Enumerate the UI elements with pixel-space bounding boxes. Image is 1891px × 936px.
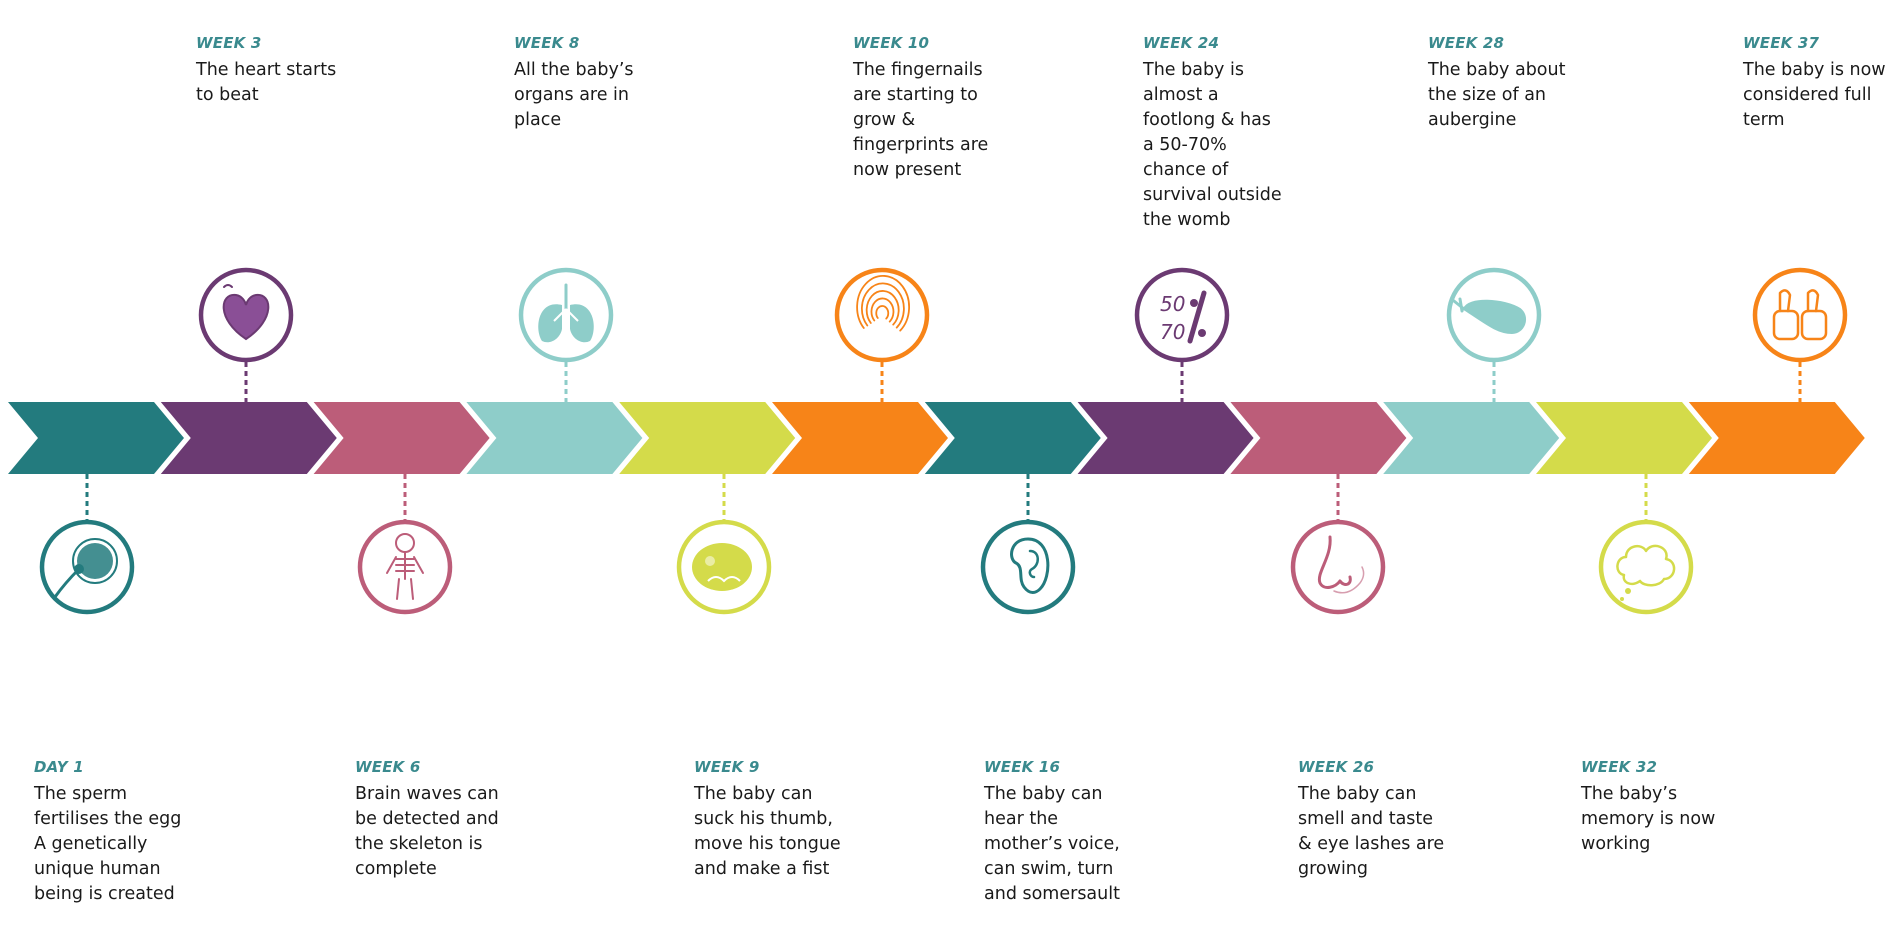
- heart-icon: [222, 284, 270, 341]
- timeline-chevron-week-28: [1383, 402, 1560, 474]
- milestone-week-28: WEEK 28 The baby about the size of an aub…: [1428, 34, 1618, 133]
- milestone-week-6: WEEK 6 Brain waves can be detected and th…: [355, 758, 545, 882]
- milestone-description: The fingernails are starting to grow & f…: [853, 60, 989, 180]
- milestone-label: WEEK 26: [1298, 758, 1375, 776]
- milestone-week-9: WEEK 9 The baby can suck his thumb, move …: [694, 758, 884, 882]
- milestone-label: WEEK 10: [853, 34, 930, 52]
- milestone-description: The baby can hear the mother’s voice, ca…: [984, 784, 1120, 904]
- timeline-chevron-week-24: [1077, 402, 1254, 474]
- timeline-chevron-week-37: [1688, 402, 1865, 474]
- milestone-description: The baby about the size of an aubergine: [1428, 60, 1566, 130]
- milestone-description: The heart starts to beat: [196, 60, 337, 105]
- icon-ring-week-26: [1290, 519, 1386, 615]
- timeline-chevron-week-16: [924, 402, 1101, 474]
- lungs-icon: [538, 283, 594, 343]
- milestone-label: WEEK 6: [355, 758, 421, 776]
- nose-icon: [1317, 535, 1365, 594]
- milestone-description: The baby is now considered full term: [1743, 60, 1886, 130]
- percent-icon-top: 50: [1160, 292, 1185, 316]
- milestone-label: WEEK 32: [1581, 758, 1658, 776]
- icon-ring-week-32: [1598, 519, 1694, 615]
- milestone-description: The baby’s memory is now working: [1581, 784, 1716, 854]
- milestone-week-16: WEEK 16 The baby can hear the mother’s vo…: [984, 758, 1174, 907]
- milestone-description: The baby can suck his thumb, move his to…: [694, 784, 841, 879]
- timeline-chevron-week-32: [1536, 402, 1712, 474]
- milestone-label: DAY 1: [34, 758, 84, 776]
- milestone-label: WEEK 9: [694, 758, 760, 776]
- milestone-day-1: DAY 1 The sperm fertilises the egg A gene…: [34, 758, 224, 907]
- milestone-description: The sperm fertilises the egg A genetical…: [34, 784, 182, 904]
- fingerprint-icon: [856, 275, 910, 332]
- milestone-description: The baby can smell and taste & eye lashe…: [1298, 784, 1445, 879]
- timeline-chevron-day-1: [8, 402, 184, 474]
- milestone-week-3: WEEK 3 The heart starts to beat: [196, 34, 386, 108]
- timeline-chevron-week-3: [160, 402, 337, 474]
- milestone-label: WEEK 3: [196, 34, 262, 52]
- percent-icon-bottom: 70: [1160, 320, 1185, 344]
- timeline-chevron-week-9: [619, 402, 796, 474]
- milestone-label: WEEK 37: [1743, 34, 1820, 52]
- milestone-label: WEEK 24: [1143, 34, 1220, 52]
- aubergine-icon: [1452, 297, 1527, 335]
- sperm-egg-icon: [53, 538, 118, 599]
- thought-cloud-icon: [1616, 544, 1676, 601]
- timeline-chevron-week-6: [313, 402, 490, 474]
- timeline-chevron-week-10: [772, 402, 948, 474]
- milestone-label: WEEK 8: [514, 34, 580, 52]
- timeline-chevron-week-8: [466, 402, 643, 474]
- icon-ring-week-37: [1752, 267, 1848, 363]
- milestone-description: All the baby’s organs are in place: [514, 60, 634, 130]
- milestone-description: Brain waves can be detected and the skel…: [355, 784, 499, 879]
- milestone-week-32: WEEK 32 The baby’s memory is now working: [1581, 758, 1771, 857]
- milestone-week-26: WEEK 26 The baby can smell and taste & ey…: [1298, 758, 1488, 882]
- timeline-chevron-week-26: [1230, 402, 1407, 474]
- milestone-label: WEEK 28: [1428, 34, 1505, 52]
- icon-ring-week-16: [980, 519, 1076, 615]
- milestone-week-37: WEEK 37 The baby is now considered full t…: [1743, 34, 1891, 133]
- milestone-description: The baby is almost a footlong & has a 50…: [1143, 60, 1282, 230]
- milestone-week-24: WEEK 24 The baby is almost a footlong & h…: [1143, 34, 1333, 233]
- skeleton-icon: [386, 533, 424, 600]
- thumbs-up-icon: [1772, 289, 1828, 341]
- ear-icon: [1010, 537, 1050, 594]
- fist-icon: [692, 543, 752, 591]
- milestone-week-10: WEEK 10 The fingernails are starting to g…: [853, 34, 1043, 183]
- milestone-week-8: WEEK 8 All the baby’s organs are in place: [514, 34, 704, 133]
- milestone-label: WEEK 16: [984, 758, 1061, 776]
